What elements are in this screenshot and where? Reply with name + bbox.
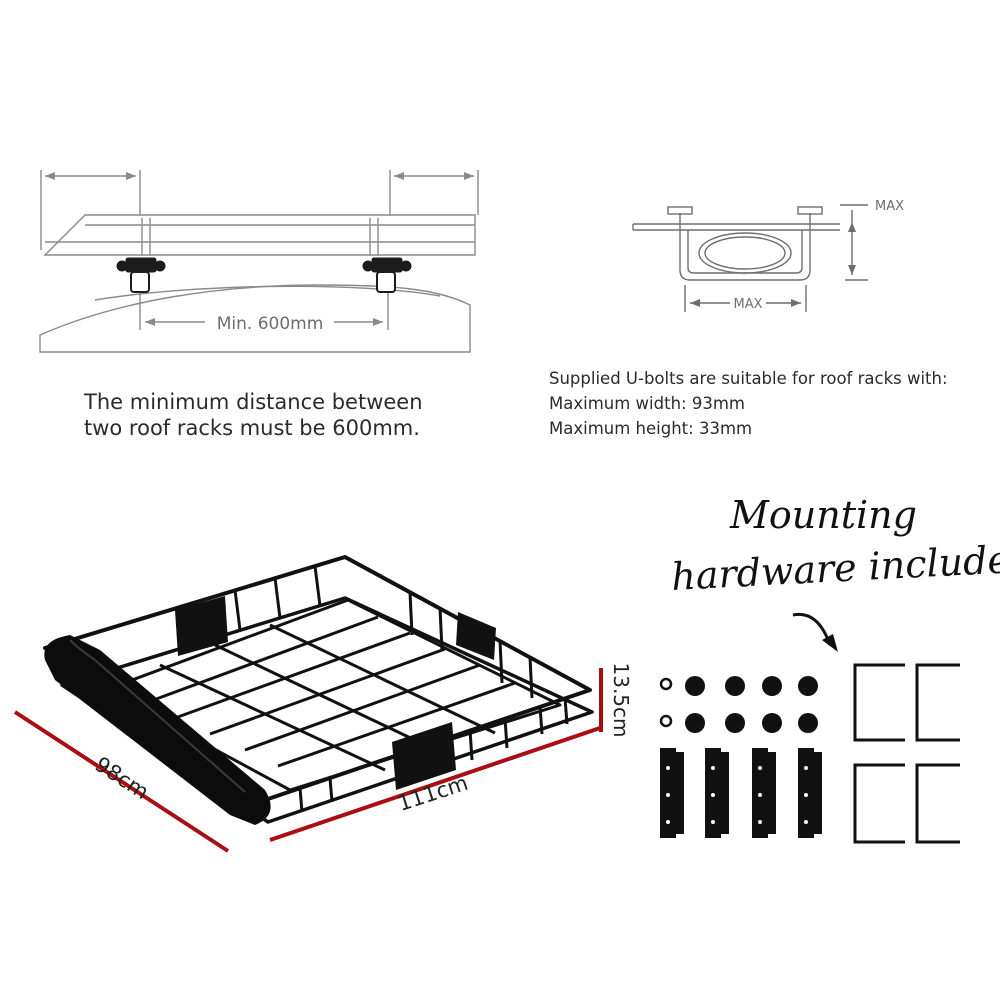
upright: [328, 777, 334, 803]
depth-label: 98cm: [91, 752, 153, 804]
handwritten-line-2: hardware included: [670, 536, 1000, 599]
min-distance-caption: The minimum distance between two roof ra…: [84, 389, 464, 441]
cargo-basket: [43, 555, 594, 824]
car-roof: [39, 284, 471, 353]
upright: [313, 565, 322, 607]
height-label: 13.5cm: [609, 662, 633, 737]
upright: [273, 577, 282, 619]
upright: [528, 656, 534, 699]
clamp-left: [125, 257, 157, 273]
bracket-icon: [798, 748, 822, 838]
u-bolt-icon: [915, 663, 960, 742]
knob-nut-icon: [762, 676, 782, 696]
length-dim-line: [269, 726, 601, 842]
upright: [498, 640, 504, 684]
knob-nut-icon: [762, 713, 782, 733]
mount-clamps: [116, 257, 412, 293]
depth-dim-line: [13, 710, 230, 853]
clamp-right-knob-b: [400, 260, 412, 272]
fairing-highlight: [69, 639, 246, 793]
nut-right: [797, 206, 823, 215]
u-bolt-icon: [853, 763, 905, 844]
bracket-icon: [752, 748, 776, 838]
washers: [659, 677, 673, 728]
floor-rail: [244, 663, 481, 752]
upright: [233, 589, 242, 631]
mount-pad-back-left: [175, 596, 228, 656]
handwritten-line-1: Mounting: [729, 493, 917, 537]
dim-arrows: [45, 172, 474, 326]
knob-nut-icon: [798, 676, 818, 696]
cross-rail: [159, 663, 386, 772]
caption-line: Maximum width: 93mm: [549, 394, 745, 413]
knob-nut-icon: [685, 676, 705, 696]
caption-line: Maximum height: 33mm: [549, 419, 753, 438]
upright: [503, 717, 509, 749]
knob-nut-icon: [685, 713, 705, 733]
bracket-icon: [705, 748, 729, 838]
upright: [468, 729, 474, 761]
max-width-label: MAX: [733, 297, 762, 312]
knob-nut-icon: [725, 713, 745, 733]
basket-dimensions: [13, 668, 603, 853]
rack-body: [43, 214, 476, 256]
ubolt-outer: [679, 213, 811, 281]
upright: [298, 787, 304, 813]
floor-rail: [174, 631, 411, 720]
max-height-label: MAX: [875, 199, 904, 214]
car-roof-edge: [94, 285, 441, 301]
caption-line: Supplied U-bolts are suitable for roof r…: [549, 369, 948, 388]
upright: [408, 591, 414, 636]
mount-pad-front: [392, 722, 456, 790]
clamp-left-knob-b: [154, 260, 166, 272]
mount-pad-back-right: [456, 612, 496, 660]
knob-nuts: [685, 676, 818, 733]
clamp-right: [371, 257, 403, 273]
clamp-right-body: [376, 271, 396, 293]
min-distance-label: Min. 600mm: [217, 314, 324, 334]
floor-rail: [139, 615, 379, 707]
clamp-right-knob: [362, 260, 374, 272]
knob-nut-icon: [798, 713, 818, 733]
ubolt-arrows: [690, 222, 856, 307]
nut-left: [667, 206, 693, 215]
bracket-icon: [660, 748, 684, 838]
rack-bar-section: [698, 232, 792, 274]
cross-rail: [214, 643, 441, 754]
rack-side-view: [39, 170, 479, 353]
caption-line: two roof racks must be 600mm.: [84, 416, 420, 440]
floor-rail: [209, 647, 446, 736]
basket-floor: [103, 598, 562, 792]
upright: [538, 705, 544, 735]
mounting-brackets: [660, 748, 822, 838]
ubolt-caption: Supplied U-bolts are suitable for roof r…: [549, 366, 989, 441]
ubolt-diagram: [632, 204, 868, 312]
clamp-left-knob: [116, 260, 128, 272]
cross-rail: [269, 623, 496, 735]
floor-rail: [277, 681, 516, 768]
knob-nut-icon: [725, 676, 745, 696]
clamp-left-body: [130, 271, 150, 293]
washer-icon: [659, 714, 673, 728]
rack-bar-inner: [704, 236, 786, 270]
washer-icon: [659, 677, 673, 691]
u-bolt-icon: [853, 663, 905, 742]
upright: [438, 607, 444, 651]
pointer-arrow-head-icon: [822, 634, 838, 652]
wind-fairing: [44, 635, 271, 825]
upright: [563, 697, 569, 725]
caption-line: The minimum distance between: [84, 390, 423, 414]
u-bolts: [853, 663, 960, 844]
u-bolt-icon: [915, 763, 960, 844]
